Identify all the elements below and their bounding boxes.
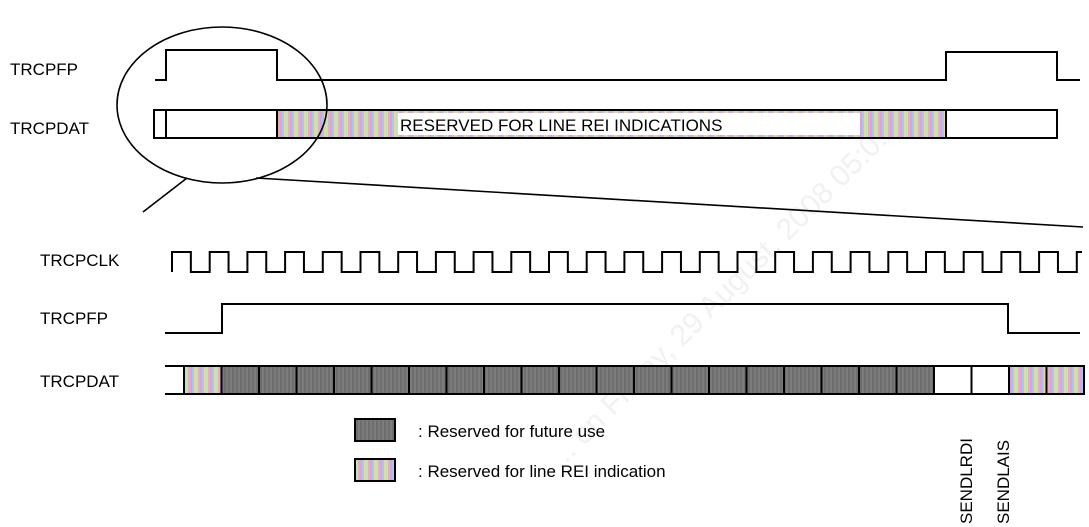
bit-cell-rei [183, 365, 223, 395]
bit-cell-future [333, 365, 373, 395]
zoom-line-left [142, 177, 188, 213]
bit-cell-future [858, 365, 898, 395]
bit-cell-future [595, 365, 635, 395]
zoom-line-right [255, 177, 1084, 228]
clock-waveform [171, 251, 1082, 273]
trcpdat-lead-in [165, 365, 185, 395]
top-band-label: RESERVED FOR LINE REI INDICATIONS [400, 116, 722, 135]
bit-cell-future [445, 365, 485, 395]
bit-cell-future [520, 365, 560, 395]
bit-label-sendlrdi: SENDLRDI [957, 438, 976, 524]
bit-cell-future [820, 365, 860, 395]
zoom-ellipse [116, 26, 328, 184]
top-trcpfp-label: TRCPFP [10, 60, 78, 79]
bit-cell-future [783, 365, 823, 395]
legend-text-reserved-future: : Reserved for future use [418, 422, 605, 441]
bit-cell-future [633, 365, 673, 395]
top-trcpdat-label: TRCPDAT [10, 119, 89, 138]
detail-trcpdat-bits [165, 365, 1085, 395]
bit-cell-future [220, 365, 260, 395]
legend-swatch-line-rei [354, 458, 396, 482]
detail-trcpfp-waveform [165, 303, 1080, 334]
legend-swatch-reserved-future [354, 418, 396, 442]
bit-cell-future [558, 365, 598, 395]
bit-cell-lrdi [933, 365, 973, 395]
bit-cell-future [708, 365, 748, 395]
legend-text-line-rei: : Reserved for line REI indication [418, 462, 666, 481]
bit-cell-future [670, 365, 710, 395]
top-band-label-bg [398, 113, 860, 135]
bit-cell-future [745, 365, 785, 395]
bit-cell-future [258, 365, 298, 395]
bit-cell-rei [1045, 365, 1085, 395]
bit-cell-future [408, 365, 448, 395]
bit-cell-rei [1008, 365, 1048, 395]
watermark-text: ... on Friday, 29 August, 2008 05:0... [542, 111, 906, 475]
bit-cell-future [895, 365, 935, 395]
detail-trcpdat-label: TRCPDAT [40, 372, 119, 391]
bit-cell-future [370, 365, 410, 395]
bit-label-sendlais: SENDLAIS [994, 440, 1013, 524]
top-trcpfp-waveform [155, 49, 1080, 81]
detail-trcpfp-label: TRCPFP [40, 309, 108, 328]
bit-cell-lais [970, 365, 1010, 395]
bit-cell-future [295, 365, 335, 395]
clock-label: TRCPCLK [40, 251, 120, 270]
bit-cell-future [483, 365, 523, 395]
